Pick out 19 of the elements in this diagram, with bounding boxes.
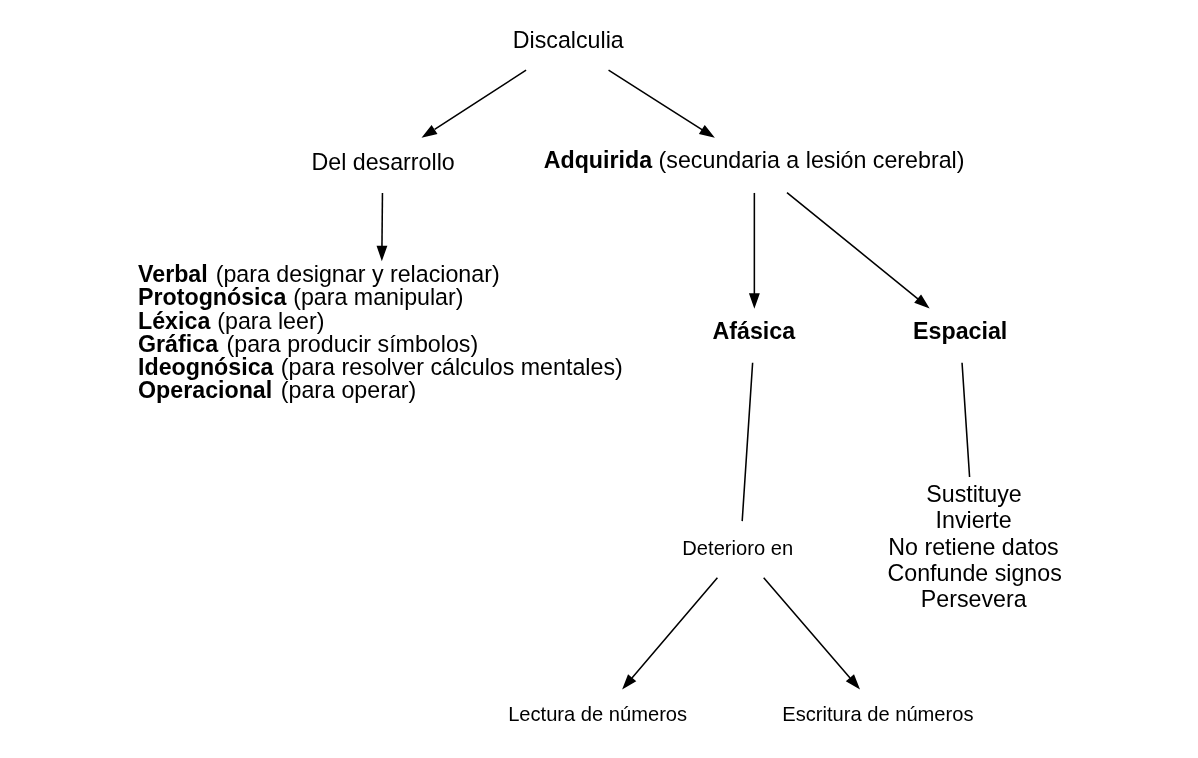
connector xyxy=(960,362,970,478)
connector xyxy=(740,362,753,522)
node-text: Afásica xyxy=(712,317,795,344)
node-text: Lectura de números xyxy=(507,703,687,726)
node-text: Discalculia xyxy=(512,26,624,53)
arrow xyxy=(376,192,387,262)
node-text: Sustituye Invierte No retiene datos Confunde signos Persevera xyxy=(887,481,1062,613)
node-text: Adquirida (secundaria a lesión cerebral) xyxy=(543,147,964,174)
arrow xyxy=(748,192,760,309)
arrow xyxy=(607,69,715,138)
arrow xyxy=(621,577,718,690)
arrow xyxy=(785,191,930,309)
node-text: Verbal (para designar y relacionar) Protognósica (para manipular) Léxica (para leer) Gráfica (para producir símbolos) Ideognósica (para resolver cálculos mentales) Operacional (para operar) xyxy=(137,261,623,404)
arrow xyxy=(421,69,527,138)
arrow xyxy=(762,577,860,690)
node-text: Escritura de números xyxy=(781,703,974,726)
node-text: Del desarrollo xyxy=(310,148,455,175)
node-text: Espacial xyxy=(912,317,1007,344)
node-text: Deterioro en xyxy=(681,536,793,559)
